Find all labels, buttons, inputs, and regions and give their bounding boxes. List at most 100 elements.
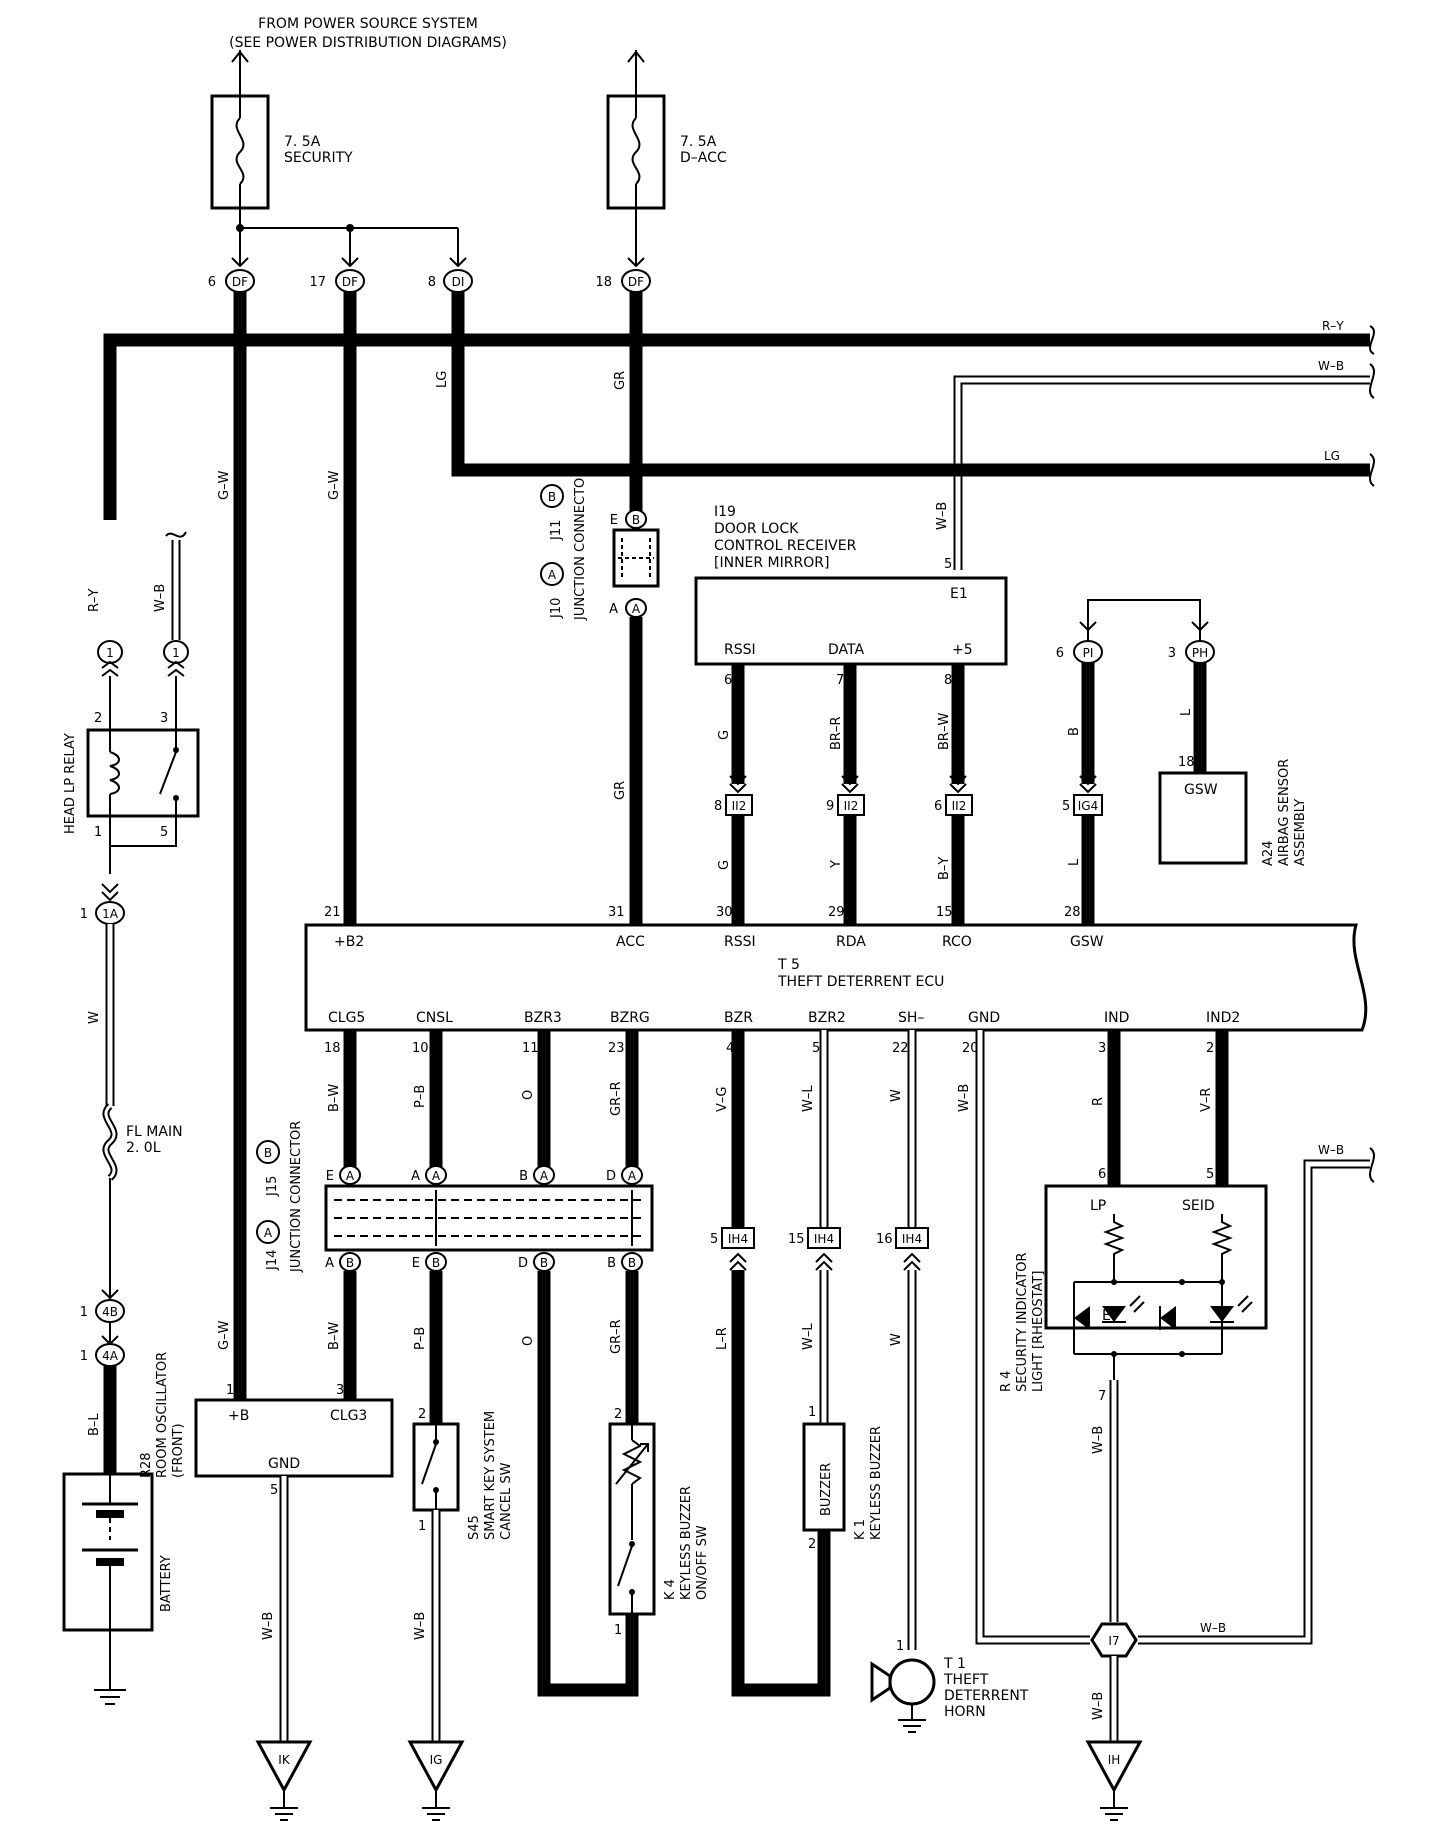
connector-4a-pin: 1 — [80, 1349, 88, 1364]
ground-ig-id: IG — [430, 1753, 443, 1767]
relay-pin5: 5 — [160, 825, 168, 840]
jb-bot-b-left: B — [607, 1256, 616, 1271]
ecu-top-pin-30-label: RSSI — [724, 934, 756, 950]
power-arrow-right — [627, 50, 645, 96]
connector-df-6-pin: 6 — [208, 275, 216, 290]
k4-line1: KEYLESS BUZZER — [679, 1486, 694, 1600]
door-lock-line1: DOOR LOCK — [714, 521, 799, 537]
connector-4b — [95, 1289, 125, 1323]
security-indicator-box — [1044, 1184, 1268, 1330]
wire-b-l-label: B–L — [87, 1413, 102, 1436]
wire-v-r-label: V–R — [1199, 1088, 1214, 1112]
header-line2: (SEE POWER DISTRIBUTION DIAGRAMS) — [229, 35, 507, 51]
r4-circuit — [1073, 1214, 1253, 1380]
ecu-bot-label-cnsl: CNSL — [416, 1010, 453, 1026]
door-lock-e1: E1 — [950, 586, 968, 602]
junction-connector-top — [612, 509, 660, 618]
junction-connector-bottom — [324, 1165, 654, 1272]
connector-ii2-b-pin: 9 — [826, 799, 834, 814]
ecu-bot-label-bzr2: BZR2 — [808, 1010, 846, 1026]
wire-w-2-label: W — [889, 1333, 904, 1346]
wire-lg-label: LG — [435, 371, 450, 388]
wire-w-1-label: W — [889, 1089, 904, 1102]
r4-line1: SECURITY INDICATOR — [1015, 1252, 1030, 1392]
t1-line3: HORN — [944, 1704, 986, 1720]
k4-pin2: 2 — [614, 1407, 622, 1422]
wire-r-y-relay-label: R–Y — [87, 588, 102, 612]
ecu-id: T 5 — [777, 957, 800, 973]
wire-w-l-1-label: W–L — [801, 1085, 816, 1112]
wire-g-receiver-label: G — [717, 730, 732, 740]
k1-id: K 1 — [853, 1519, 868, 1540]
fusible-link — [102, 1103, 118, 1181]
connector-di-8 — [443, 257, 473, 293]
connector-df-18-pin: 18 — [595, 275, 612, 290]
ground-ih — [1085, 1740, 1143, 1821]
junction-bottom-tags — [256, 1140, 280, 1244]
wire-w-l-2-label: W–L — [801, 1323, 816, 1350]
wire-p-b-1-label: P–B — [413, 1085, 428, 1108]
relay-output — [109, 816, 177, 874]
ecu-top-pin-28-label: GSW — [1070, 934, 1104, 950]
airbag-line1: AIRBAG SENSOR — [1277, 759, 1292, 866]
ecu-top-pin-28-num: 28 — [1064, 905, 1081, 920]
connector-i7-id: I7 — [1108, 1634, 1119, 1648]
fuse-security-name: SECURITY — [284, 150, 353, 166]
bus-wire-r-y-label: R–Y — [1322, 319, 1344, 333]
wire-l-ecu-label: L — [1067, 858, 1082, 866]
ecu-bot-label-ind2: IND2 — [1206, 1010, 1240, 1026]
wire-p-b-2-label: P–B — [413, 1327, 428, 1350]
ecu-bot-label-ind: IND — [1104, 1010, 1129, 1026]
wire-w-b-relay-label: W–B — [153, 584, 168, 612]
jb-bot-b3: B — [540, 1256, 548, 1270]
connector-df-17 — [335, 257, 365, 293]
wire-o-2-label: O — [521, 1336, 536, 1346]
room-osc-gnd: GND — [268, 1456, 300, 1472]
bus-wire-lg-label: LG — [1324, 449, 1340, 463]
k1-pin1: 1 — [808, 1405, 816, 1420]
s45-line1: SMART KEY SYSTEM — [483, 1411, 498, 1540]
jb-bot-b1: B — [346, 1256, 354, 1270]
wire-gr-r-2-label: GR–R — [609, 1319, 624, 1354]
ecu-top-pin-31-label: ACC — [616, 934, 645, 950]
ecu-bot-num-5: 5 — [812, 1041, 820, 1056]
junction-top-pin-a-left: A — [609, 602, 618, 617]
ecu-bot-num-20: 20 — [962, 1041, 979, 1056]
wire-w-main-label: W — [87, 1011, 102, 1024]
k4-id: K 4 — [663, 1579, 678, 1600]
s45-switch-icon — [421, 1424, 439, 1510]
ecu-top-pin-15-label: RCO — [942, 934, 972, 950]
ecu-bot-num-18: 18 — [324, 1041, 341, 1056]
room-osc-b: +B — [228, 1408, 249, 1424]
junction-top-tags — [540, 484, 564, 586]
ecu-bot-num-2: 2 — [1206, 1041, 1214, 1056]
fl-main-name: 2. 0L — [126, 1140, 161, 1156]
r4-pin6: 6 — [1098, 1167, 1106, 1182]
wire-b-pi-label: B — [1067, 727, 1082, 736]
junction-bottom-label: JUNCTION CONNECTOR — [289, 1121, 304, 1273]
k4-line2: ON/OFF SW — [695, 1525, 710, 1600]
bus-wire-w-b-label: W–B — [1318, 359, 1344, 373]
door-lock-id: I19 — [714, 504, 736, 520]
r4-pin5: 5 — [1206, 1167, 1214, 1182]
head-lp-relay-name: HEAD LP RELAY — [63, 733, 78, 834]
ecu-top-pin-29-label: RDA — [836, 934, 866, 950]
connector-4a-id: 4A — [102, 1349, 119, 1363]
junction-bottom-j15: J15 — [265, 1176, 280, 1197]
ground-ik-id: IK — [278, 1753, 291, 1767]
connector-df-6-id: DF — [232, 275, 248, 289]
wire-r-ind-label: R — [1091, 1097, 1106, 1106]
fl-main-rating: FL MAIN — [126, 1124, 183, 1140]
ecu-top-pin-30-num: 30 — [716, 905, 733, 920]
wire-w-b-i7-label: W–B — [1091, 1692, 1106, 1720]
r4-pin7: 7 — [1098, 1389, 1106, 1404]
r4-line2: LIGHT [RHEOSTAT] — [1031, 1271, 1046, 1392]
s45-line2: CANCEL SW — [499, 1462, 514, 1540]
connector-4a — [95, 1322, 125, 1367]
jb-bot-a-left: A — [325, 1256, 334, 1271]
wire-g-w-2-label: G–W — [327, 470, 342, 500]
connector-df-18-id: DF — [628, 275, 644, 289]
connector-pi-ph — [1073, 599, 1215, 664]
fuse-d-acc — [606, 94, 666, 210]
header-line1: FROM POWER SOURCE SYSTEM — [258, 16, 478, 32]
